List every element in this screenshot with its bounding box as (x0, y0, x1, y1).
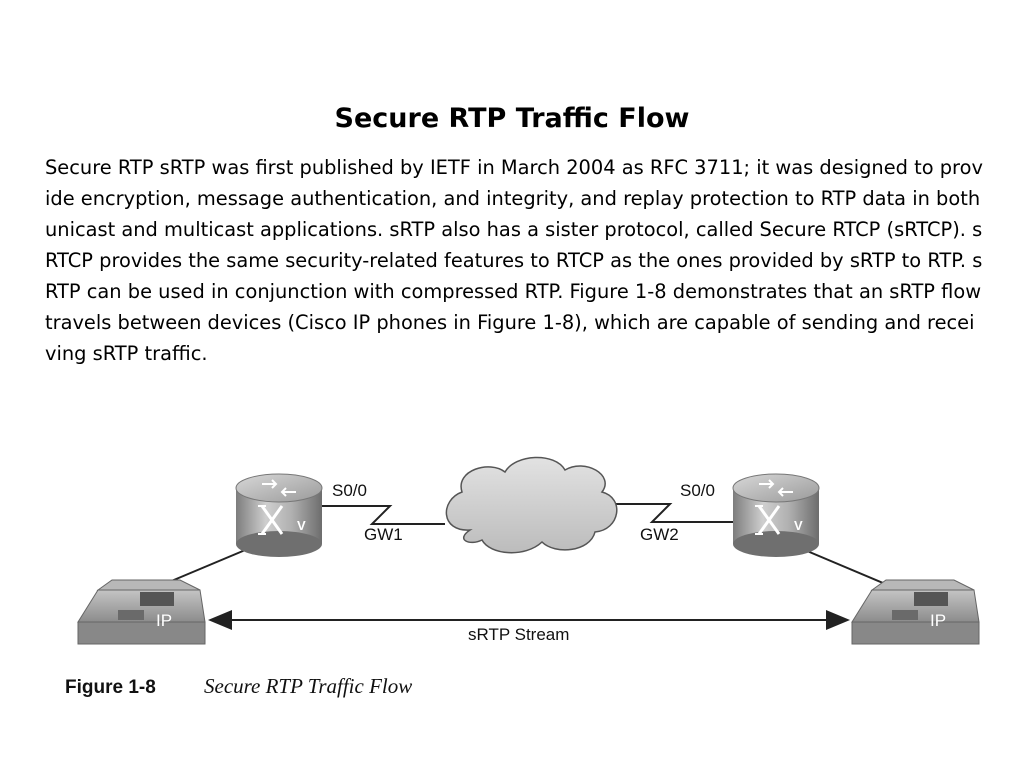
srtp-network-diagram: V S0/0 GW1 V S0/0 GW2 IP IP IP sRTP Stre… (65, 456, 980, 698)
gw2-name-label: GW2 (640, 525, 679, 544)
gw2-serial-link (600, 503, 735, 523)
gw2-to-phone-link (799, 547, 891, 587)
gw1-interface-label: S0/0 (332, 481, 367, 500)
ip-phone-right-icon (851, 579, 980, 645)
figure-caption: Secure RTP Traffic Flow (204, 674, 412, 698)
gw1-name-label: GW1 (364, 525, 403, 544)
svg-text:V: V (794, 518, 803, 533)
router-gw1-icon: V (235, 473, 323, 557)
gw1-serial-link (320, 505, 445, 525)
router-gw2-icon: V (732, 473, 820, 557)
gw2-interface-label: S0/0 (680, 481, 715, 500)
right-phone-ip-label: IP (930, 611, 946, 630)
figure-number: Figure 1-8 (65, 677, 156, 698)
wan-cloud (445, 456, 618, 554)
svg-text:IP: IP (156, 611, 172, 630)
ip-phone-left-icon: IP (77, 579, 206, 645)
svg-text:V: V (297, 518, 306, 533)
slide-title: Secure RTP Traffic Flow (334, 103, 690, 134)
srtp-stream-label: sRTP Stream (468, 625, 569, 644)
slide-body-text: Secure RTP sRTP was first published by I… (45, 156, 983, 365)
